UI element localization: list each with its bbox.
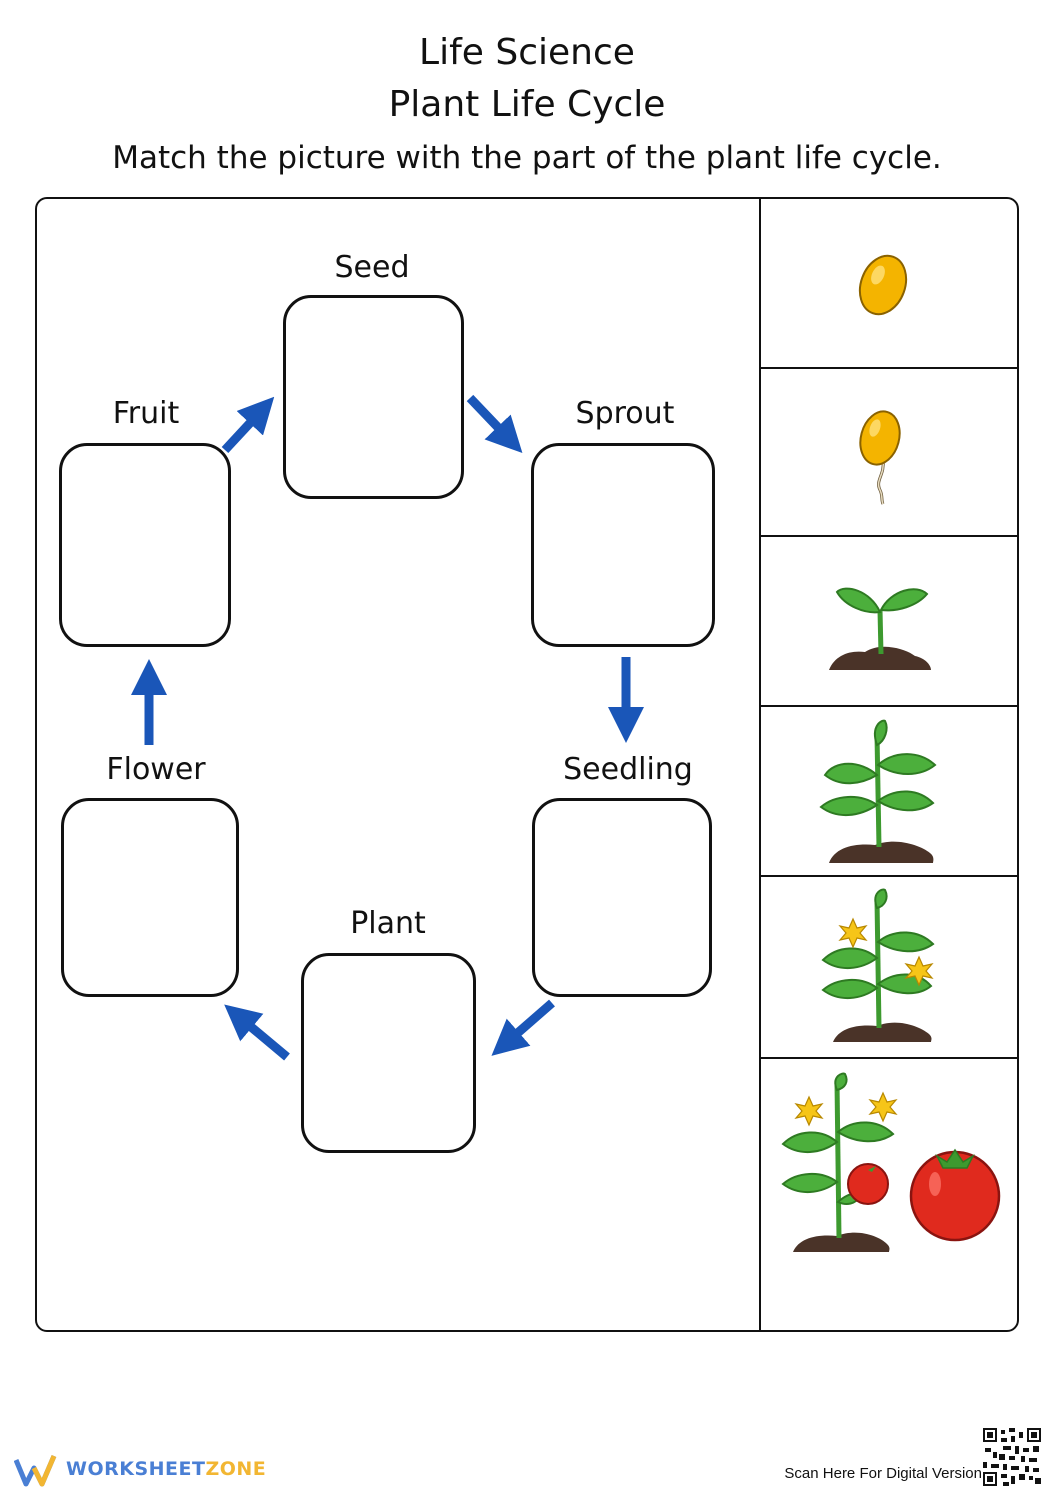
stage-label-fruit: Fruit <box>112 396 180 431</box>
stage-label-flower: Flower <box>106 752 206 787</box>
sprouting-seed-icon[interactable] <box>845 400 925 510</box>
seedling-icon[interactable] <box>825 570 935 680</box>
arrow-icon <box>224 1004 290 1061</box>
arrow-icon <box>221 396 275 454</box>
worksheetzone-logo-icon <box>14 1455 57 1487</box>
page-title: Plant Life Cycle <box>388 84 666 125</box>
answer-box-seedling[interactable] <box>532 798 712 997</box>
arrow-icon <box>466 394 523 454</box>
stage-label-seed: Seed <box>334 250 410 285</box>
answer-box-flower[interactable] <box>61 798 239 997</box>
scan-text: Scan Here For Digital Version <box>784 1465 982 1482</box>
row-divider <box>761 367 1018 369</box>
stage-label-sprout: Sprout <box>575 396 675 431</box>
flowering-plant-icon[interactable] <box>815 888 945 1048</box>
young-plant-icon[interactable] <box>815 715 945 870</box>
arrow-icon <box>491 999 555 1056</box>
answer-box-seed[interactable] <box>283 295 464 499</box>
brand-name-part1: WORKSHEET <box>66 1458 206 1480</box>
row-divider <box>761 535 1018 537</box>
brand-name: WORKSHEETZONE <box>66 1458 266 1480</box>
qr-code-icon[interactable] <box>983 1428 1041 1486</box>
stage-label-seedling: Seedling <box>563 752 693 787</box>
column-divider <box>759 199 761 1331</box>
subject-heading: Life Science <box>419 32 635 73</box>
fruiting-plant-icon[interactable] <box>775 1072 1010 1257</box>
row-divider <box>761 705 1018 707</box>
seed-icon[interactable] <box>845 245 925 325</box>
answer-box-plant[interactable] <box>301 953 476 1153</box>
worksheet-frame <box>35 197 1019 1332</box>
answer-box-sprout[interactable] <box>531 443 715 647</box>
brand-name-part2: ZONE <box>205 1458 267 1480</box>
instruction-text: Match the picture with the part of the p… <box>112 140 942 176</box>
answer-box-fruit[interactable] <box>59 443 231 647</box>
row-divider <box>761 1057 1018 1059</box>
row-divider <box>761 875 1018 877</box>
stage-label-plant: Plant <box>350 906 426 941</box>
